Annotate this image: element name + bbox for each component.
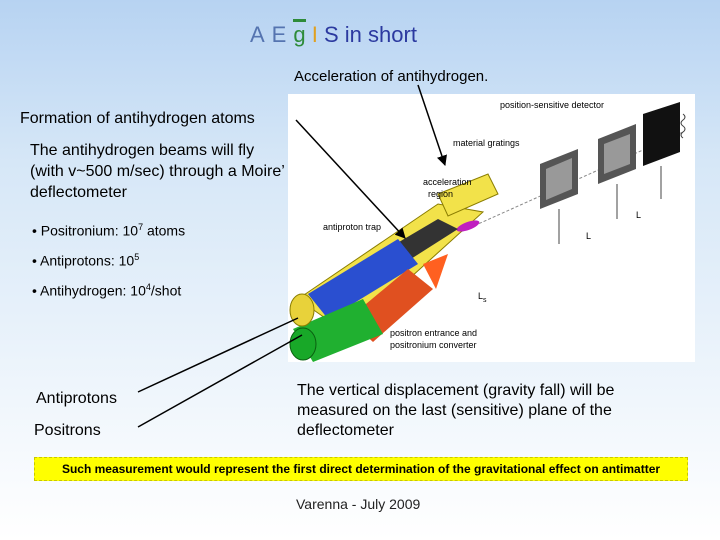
label-accel-1: acceleration [423,177,472,187]
label-psd: position-sensitive detector [500,100,604,110]
antihydrogen-cloud [456,220,480,232]
material-grating-2-inner [604,134,630,174]
line-positrons [137,334,303,428]
bullet-antiprotons: • Antiprotons: 105 [32,252,140,269]
trap-cylinder-end [289,293,315,327]
formation-label: Formation of antihydrogen atoms [20,110,255,127]
acceleration-label: Acceleration of antihydrogen. [294,68,489,85]
detector-signal-wave [680,113,686,139]
title-part-i: I [311,22,318,47]
bullet-antihydrogen: • Antihydrogen: 104/shot [32,282,182,299]
material-grating-1-inner [546,158,572,200]
label-positron-1: positron entrance and [390,328,477,338]
slide-title: A E g I S in short [250,19,417,48]
acceleration-cylinder [437,173,499,217]
positrons-label: Positrons [34,422,101,439]
label-positron-2: positronium converter [390,340,477,350]
label-accel-2: region [428,189,453,199]
line-antiprotons [137,317,299,393]
beams-text: The antihydrogen beams will fly (with v~… [30,142,285,201]
conclusion-banner: Such measurement would represent the fir… [34,457,688,481]
label-gratings: material gratings [453,138,520,148]
antiprotons-label: Antiprotons [36,390,117,407]
title-part-ae: A E [250,22,288,47]
position-sensitive-detector [643,102,680,166]
aegis-apparatus-diagram: position-sensitive detector material gra… [288,94,695,362]
label-Ls: Ls [478,291,487,304]
label-L2: L [636,210,641,220]
vertical-displacement-text: The vertical displacement (gravity fall)… [297,382,615,439]
blue-magnet [308,239,418,319]
label-L1: L [586,231,591,241]
title-part-s: S in short [324,22,417,47]
footer-text: Varenna - July 2009 [296,496,421,512]
converter-arrow [423,254,448,289]
positron-line-end [289,327,317,361]
bullet-positronium: • Positronium: 107 atoms [32,222,186,239]
title-part-g: g [293,19,306,47]
label-trap: antiproton trap [323,222,381,232]
